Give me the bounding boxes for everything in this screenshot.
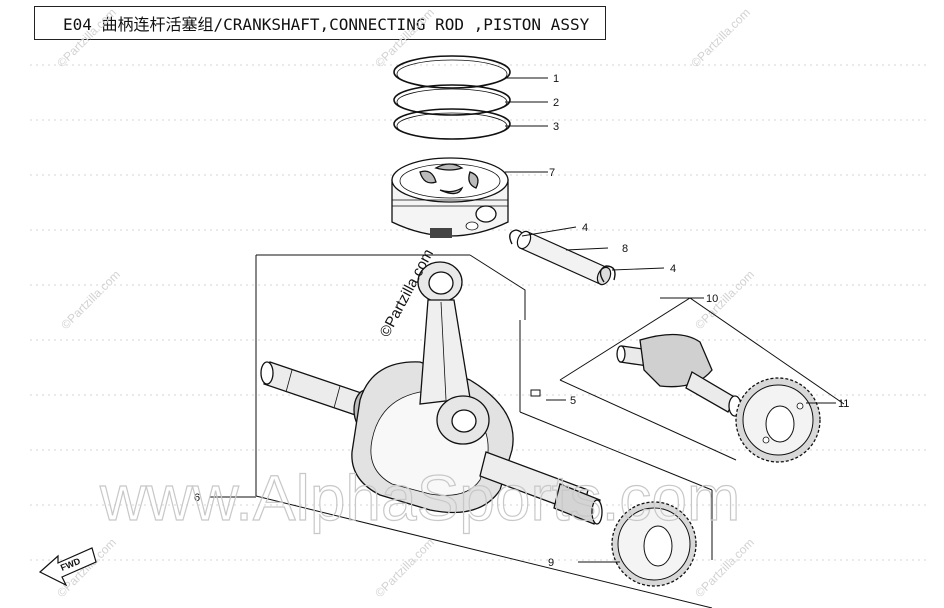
callout-4-upper: 4	[582, 222, 588, 234]
diagram-title: E04 曲柄连杆活塞组/CRANKSHAFT,CONNECTING ROD ,P…	[63, 15, 590, 34]
piston-pin	[516, 230, 612, 286]
crankshaft-assembly-frame	[255, 254, 713, 608]
callout-10: 10	[706, 293, 718, 305]
callout-7: 7	[549, 167, 555, 179]
watermark-small-6: ©Partzilla.com	[372, 535, 437, 600]
woodruff-key	[530, 389, 541, 397]
fwd-arrow: FWD	[38, 547, 97, 587]
callout-8: 8	[622, 243, 628, 255]
balance-shaft	[616, 333, 742, 417]
callouts: 1 2 3 7 4 8 4 10 5 11 6 9	[194, 73, 849, 569]
balance-gear	[735, 377, 821, 463]
callout-11: 11	[838, 398, 849, 410]
callout-2: 2	[553, 97, 559, 109]
alphasports-watermark: www.AlphaSports.com	[99, 462, 740, 534]
connecting-rod	[417, 261, 490, 445]
watermark-small-1: ©Partzilla.com	[54, 5, 119, 70]
piston-ring-1	[393, 55, 511, 89]
watermark-small-8: ©Partzilla.com	[372, 5, 437, 70]
watermark-small-2: ©Partzilla.com	[688, 5, 753, 70]
callout-1: 1	[553, 73, 559, 85]
watermark-small-4: ©Partzilla.com	[692, 267, 757, 332]
leader-lines	[210, 77, 836, 563]
callout-3: 3	[553, 121, 559, 133]
diagram-title-box: E04 曲柄连杆活塞组/CRANKSHAFT,CONNECTING ROD ,P…	[34, 6, 606, 40]
callout-4-lower: 4	[670, 263, 676, 275]
piston-ring-3	[393, 108, 511, 140]
callout-5: 5	[570, 395, 576, 407]
callout-6: 6	[194, 492, 200, 504]
watermark-small-3: ©Partzilla.com	[58, 267, 123, 332]
piston	[391, 157, 509, 238]
drive-gear	[611, 501, 697, 587]
watermark-small-7: ©Partzilla.com	[692, 535, 757, 600]
piston-ring-2	[393, 84, 511, 116]
circlip-lower	[599, 265, 616, 283]
callout-9: 9	[548, 557, 554, 569]
